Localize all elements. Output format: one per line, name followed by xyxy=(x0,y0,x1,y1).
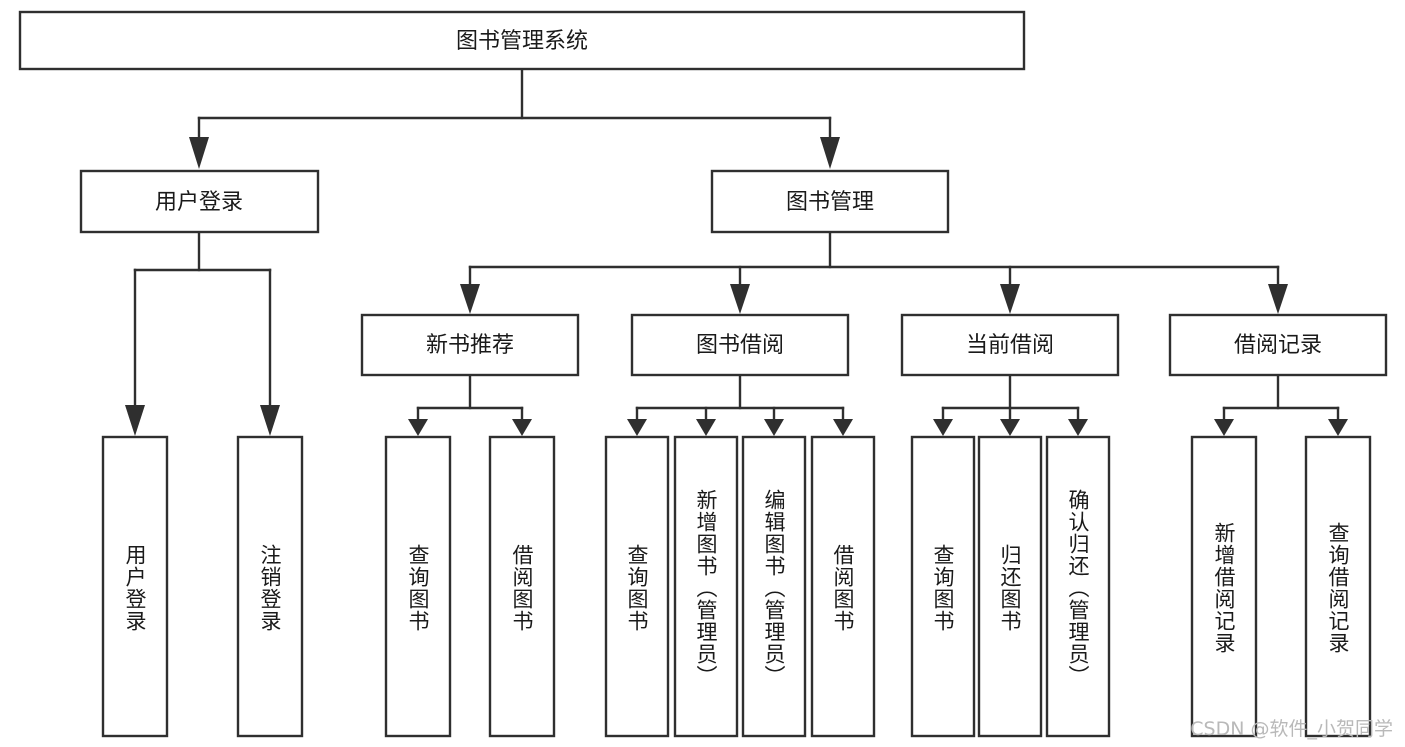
node-user-login-box[interactable] xyxy=(79,169,320,234)
node-book-borrow-box[interactable] xyxy=(630,313,850,377)
node-leaf-user-logout[interactable]: 注销登录 xyxy=(236,435,304,738)
arrow-head-book-management xyxy=(820,137,840,169)
node-leaf-add-book[interactable]: 新增图书（管理员） xyxy=(673,435,739,738)
arrow-head-leaf-confirm-return xyxy=(1068,419,1088,436)
node-leaf-query-book-3-box[interactable] xyxy=(910,435,976,738)
arrow-head-leaf-borrow-book-1 xyxy=(512,419,532,436)
node-leaf-query-book-2[interactable]: 查询图书 xyxy=(604,435,670,738)
node-new-book-recommend-box[interactable] xyxy=(360,313,580,377)
arrow-head-borrow-record xyxy=(1268,284,1288,314)
node-root-label: 图书管理系统 xyxy=(456,29,588,54)
node-leaf-query-book-2-box[interactable] xyxy=(604,435,670,738)
node-leaf-query-book-3-label: 查询图书 xyxy=(931,544,955,632)
node-leaf-query-book-2-label: 查询图书 xyxy=(625,544,649,632)
node-leaf-user-login[interactable]: 用户登录 xyxy=(101,435,169,738)
node-leaf-add-book-box[interactable] xyxy=(673,435,739,738)
node-leaf-borrow-book-2-label: 借阅图书 xyxy=(831,544,855,632)
arrow-head-user-login xyxy=(189,137,209,169)
node-leaf-edit-book-label: 编辑图书（管理员） xyxy=(762,489,786,687)
node-leaf-borrow-book-2-box[interactable] xyxy=(810,435,876,738)
node-leaf-borrow-book-2[interactable]: 借阅图书 xyxy=(810,435,876,738)
node-leaf-add-book-label: 新增图书（管理员） xyxy=(694,489,718,687)
node-user-login[interactable]: 用户登录 xyxy=(79,169,320,234)
node-leaf-user-login-box[interactable] xyxy=(101,435,169,738)
node-book-management-label: 图书管理 xyxy=(786,190,874,215)
node-borrow-record[interactable]: 借阅记录 xyxy=(1168,313,1388,377)
arrow-head-leaf-return-book xyxy=(1000,419,1020,436)
arrow-head-leaf-edit-book xyxy=(764,419,784,436)
node-leaf-query-book-1-box[interactable] xyxy=(384,435,452,738)
node-leaf-return-book-label: 归还图书 xyxy=(998,544,1022,632)
node-leaf-confirm-return-label: 确认归还（管理员） xyxy=(1066,489,1090,687)
node-leaf-query-book-1[interactable]: 查询图书 xyxy=(384,435,452,738)
node-current-borrow[interactable]: 当前借阅 xyxy=(900,313,1120,377)
node-borrow-record-label: 借阅记录 xyxy=(1234,333,1322,358)
node-leaf-user-logout-box[interactable] xyxy=(236,435,304,738)
arrow-head-leaf-query-book-3 xyxy=(933,419,953,436)
arrow-head-current-borrow xyxy=(1000,284,1020,314)
arrow-head-leaf-user-logout xyxy=(260,405,280,436)
arrow-head-book-borrow xyxy=(730,284,750,314)
arrow-head-new-book-recommend xyxy=(460,284,480,314)
node-book-management-box[interactable] xyxy=(710,169,950,234)
node-leaf-query-record[interactable]: 查询借阅记录 xyxy=(1304,435,1372,738)
node-leaf-add-record[interactable]: 新增借阅记录 xyxy=(1190,435,1258,738)
node-leaf-confirm-return[interactable]: 确认归还（管理员） xyxy=(1045,435,1111,738)
node-book-borrow[interactable]: 图书借阅 xyxy=(630,313,850,377)
arrow-head-leaf-add-book xyxy=(696,419,716,436)
node-current-borrow-label: 当前借阅 xyxy=(966,333,1054,358)
node-leaf-query-book-1-label: 查询图书 xyxy=(406,544,430,632)
node-book-management[interactable]: 图书管理 xyxy=(710,169,950,234)
node-leaf-add-record-box[interactable] xyxy=(1190,435,1258,738)
node-leaf-return-book[interactable]: 归还图书 xyxy=(977,435,1043,738)
node-leaf-add-record-label: 新增借阅记录 xyxy=(1212,522,1236,654)
arrow-head-leaf-query-record xyxy=(1328,419,1348,436)
arrow-head-leaf-borrow-book-2 xyxy=(833,419,853,436)
node-current-borrow-box[interactable] xyxy=(900,313,1120,377)
node-book-borrow-label: 图书借阅 xyxy=(696,333,784,358)
node-new-book-recommend[interactable]: 新书推荐 xyxy=(360,313,580,377)
arrow-head-leaf-user-login xyxy=(125,405,145,436)
node-leaf-borrow-book-1-label: 借阅图书 xyxy=(510,544,534,632)
node-user-login-label: 用户登录 xyxy=(155,190,243,215)
node-root[interactable]: 图书管理系统 xyxy=(18,10,1026,71)
node-leaf-query-record-box[interactable] xyxy=(1304,435,1372,738)
node-leaf-user-login-label: 用户登录 xyxy=(123,544,147,632)
node-leaf-borrow-book-1-box[interactable] xyxy=(488,435,556,738)
arrow-head-leaf-query-book-2 xyxy=(627,419,647,436)
arrow-head-leaf-add-record xyxy=(1214,419,1234,436)
node-leaf-return-book-box[interactable] xyxy=(977,435,1043,738)
arrow-head-leaf-query-book-1 xyxy=(408,419,428,436)
node-leaf-borrow-book-1[interactable]: 借阅图书 xyxy=(488,435,556,738)
node-leaf-edit-book[interactable]: 编辑图书（管理员） xyxy=(741,435,807,738)
node-new-book-recommend-label: 新书推荐 xyxy=(426,333,514,358)
node-leaf-edit-book-box[interactable] xyxy=(741,435,807,738)
connector-layer xyxy=(125,67,1348,436)
node-root-box[interactable] xyxy=(18,10,1026,71)
node-leaf-confirm-return-box[interactable] xyxy=(1045,435,1111,738)
node-leaf-query-book-3[interactable]: 查询图书 xyxy=(910,435,976,738)
node-borrow-record-box[interactable] xyxy=(1168,313,1388,377)
node-leaf-query-record-label: 查询借阅记录 xyxy=(1326,522,1350,654)
node-leaf-user-logout-label: 注销登录 xyxy=(258,544,282,632)
